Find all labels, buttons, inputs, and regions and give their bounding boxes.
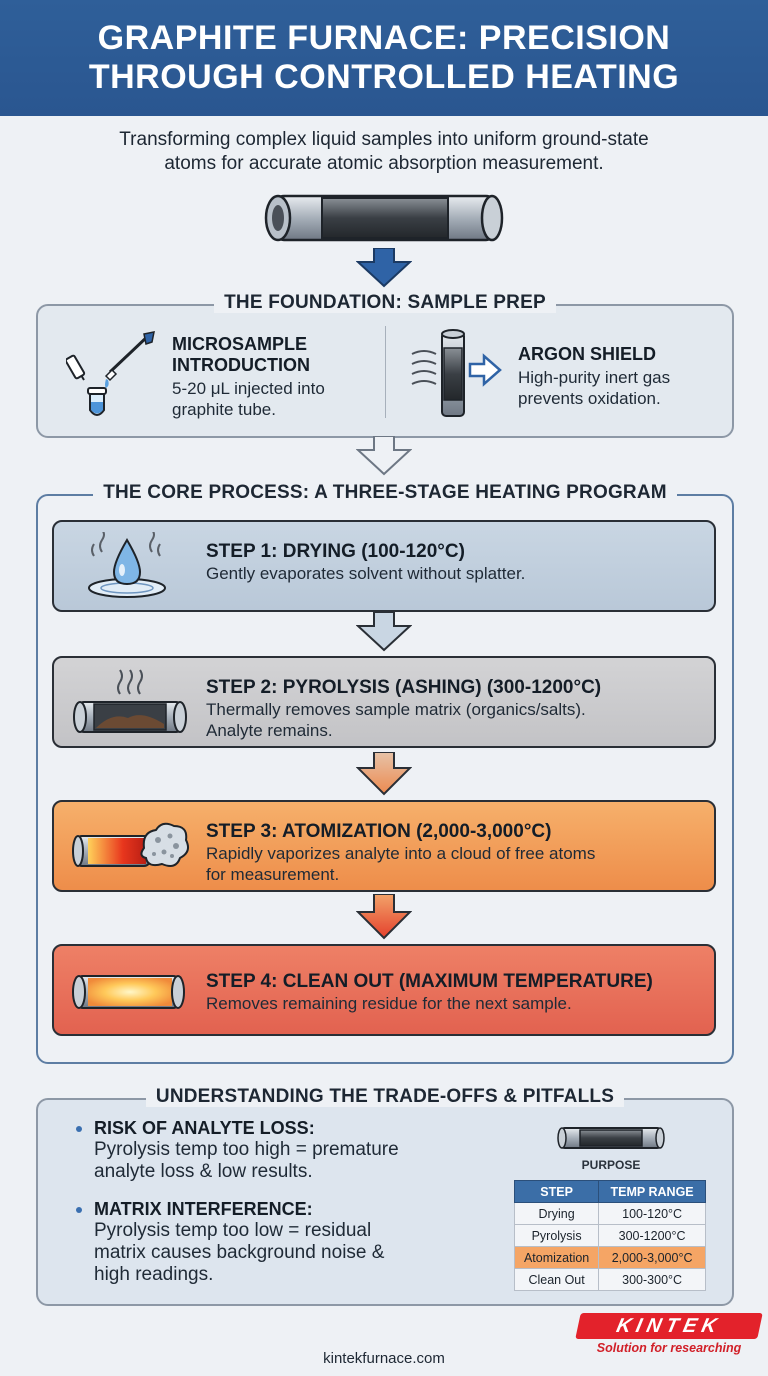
step-3-desc-line-2: for measurement. [206, 865, 340, 884]
argon-desc-line-2: prevents oxidation. [518, 389, 661, 408]
step-2-desc-line-1: Thermally removes sample matrix (organic… [206, 700, 586, 719]
table-header-row: STEP TEMP RANGE [513, 1180, 706, 1203]
smoking-tube-icon [73, 669, 187, 733]
title-line-2: THROUGH CONTROLLED HEATING [88, 58, 680, 96]
step-4-desc: Removes remaining residue for the next s… [206, 994, 572, 1013]
kintek-logo: KINTEK Solution for researching [575, 1313, 763, 1355]
down-arrow-icon [356, 894, 412, 940]
microsample-item: MICROSAMPLE INTRODUCTION 5-20 μL injecte… [172, 334, 382, 420]
subtitle-line-1: Transforming complex liquid samples into… [119, 129, 649, 150]
table-row: Clean Out 300-300°C [513, 1268, 706, 1291]
header-banner: GRAPHITE FURNACE: PRECISION THROUGH CONT… [0, 0, 768, 116]
argon-desc: High-purity inert gas prevents oxidation… [518, 367, 728, 409]
step-1-desc: Gently evaporates solvent without splatt… [206, 564, 526, 583]
microsample-desc-line-2: graphite tube. [172, 400, 276, 419]
prep-divider [385, 326, 386, 418]
water-drop-icon [88, 532, 166, 598]
microsample-desc-line-1: 5-20 μL injected into [172, 379, 325, 398]
logo-wordmark: KINTEK [575, 1313, 763, 1339]
step-2-title: STEP 2: PYROLYSIS (ASHING) (300-1200°C) [206, 677, 602, 698]
argon-item: ARGON SHIELD High-purity inert gas preve… [518, 344, 728, 409]
atom-cloud-tube-icon [72, 822, 189, 867]
pitfall-2-line-2: matrix causes background noise & [94, 1242, 385, 1263]
small-tube-icon [557, 1127, 665, 1149]
step-1-title: STEP 1: DRYING (100-120°C) [206, 541, 465, 562]
core-process-title: THE CORE PROCESS: A THREE-STAGE HEATING … [93, 482, 677, 503]
table-cell: 300-1200°C [598, 1224, 706, 1247]
down-arrow-icon [356, 612, 412, 652]
table-cell: 2,000-3,000°C [598, 1246, 706, 1269]
step-3-title: STEP 3: ATOMIZATION (2,000-3,000°C) [206, 821, 552, 842]
microsample-title-line-1: MICROSAMPLE [172, 334, 307, 354]
temp-range-table: STEP TEMP RANGE Drying 100-120°C Pyrolys… [513, 1180, 706, 1291]
step-3-desc-line-1: Rapidly vaporizes analyte into a cloud o… [206, 844, 596, 863]
bullet-dot [76, 1126, 82, 1132]
pipette-vial-icon [66, 331, 155, 416]
pitfall-1-line-1: Pyrolysis temp too high = premature [94, 1139, 399, 1160]
step-1-drying: STEP 1: DRYING (100-120°C) Gently evapor… [52, 520, 716, 612]
page-title: GRAPHITE FURNACE: PRECISION THROUGH CONT… [89, 19, 679, 97]
table-header-step: STEP [513, 1180, 600, 1203]
down-arrow-icon [356, 248, 412, 288]
subtitle-line-2: atoms for accurate atomic absorption mea… [164, 153, 604, 174]
table-row-highlighted: Atomization 2,000-3,000°C [513, 1246, 706, 1269]
pitfall-1-line-2: analyte loss & low results. [94, 1161, 313, 1182]
table-cell: Atomization [513, 1246, 600, 1269]
down-arrow-icon [356, 752, 412, 796]
argon-desc-line-1: High-purity inert gas [518, 368, 671, 387]
tradeoffs-title: UNDERSTANDING THE TRADE-OFFS & PITFALLS [145, 1086, 625, 1107]
down-arrow-icon [356, 436, 412, 476]
table-cell: 300-300°C [598, 1268, 706, 1291]
foundation-title: THE FOUNDATION: SAMPLE PREP [214, 292, 556, 313]
bullet-dot [76, 1207, 82, 1213]
title-line-1: GRAPHITE FURNACE: PRECISION [97, 19, 671, 57]
pitfall-item-analyte-loss: RISK OF ANALYTE LOSS: Pyrolysis temp too… [74, 1118, 494, 1183]
table-header-temp-range: TEMP RANGE [598, 1180, 706, 1203]
pitfall-2-line-1: Pyrolysis temp too low = residual [94, 1220, 372, 1241]
step-2-desc-line-2: Analyte remains. [206, 721, 333, 740]
microsample-title: MICROSAMPLE INTRODUCTION [172, 334, 382, 376]
pitfall-2-line-3: high readings. [94, 1264, 214, 1285]
footer-url[interactable]: kintekfurnace.com [323, 1350, 445, 1367]
table-cell: Pyrolysis [513, 1224, 600, 1247]
table-cell: Drying [513, 1202, 600, 1225]
step-3-atomization: STEP 3: ATOMIZATION (2,000-3,000°C) Rapi… [52, 800, 716, 892]
logo-tagline: Solution for researching [596, 1341, 742, 1355]
table-row: Pyrolysis 300-1200°C [513, 1224, 706, 1247]
core-process-panel: THE CORE PROCESS: A THREE-STAGE HEATING … [36, 482, 734, 1064]
table-row: Drying 100-120°C [513, 1202, 706, 1225]
microsample-desc: 5-20 μL injected into graphite tube. [172, 378, 382, 420]
pitfall-1-title: RISK OF ANALYTE LOSS: [94, 1118, 315, 1138]
step-4-title: STEP 4: CLEAN OUT (MAXIMUM TEMPERATURE) [206, 971, 653, 992]
gas-tube-icon [411, 329, 502, 417]
table-cell: Clean Out [513, 1268, 600, 1291]
step-2-pyrolysis: STEP 2: PYROLYSIS (ASHING) (300-1200°C) … [52, 656, 716, 748]
pitfall-item-matrix-interference: MATRIX INTERFERENCE: Pyrolysis temp too … [74, 1199, 494, 1286]
step-4-clean-out: STEP 4: CLEAN OUT (MAXIMUM TEMPERATURE) … [52, 944, 716, 1036]
subtitle: Transforming complex liquid samples into… [40, 128, 728, 176]
glowing-tube-icon [72, 975, 185, 1009]
argon-title: ARGON SHIELD [518, 344, 657, 364]
pitfall-list: RISK OF ANALYTE LOSS: Pyrolysis temp too… [74, 1118, 494, 1286]
table-cell: 100-120°C [598, 1202, 706, 1225]
microsample-title-line-2: INTRODUCTION [172, 355, 310, 375]
pitfall-2-title: MATRIX INTERFERENCE: [94, 1199, 313, 1219]
graphite-tube-icon [264, 194, 504, 242]
purpose-label: PURPOSE [581, 1158, 641, 1172]
